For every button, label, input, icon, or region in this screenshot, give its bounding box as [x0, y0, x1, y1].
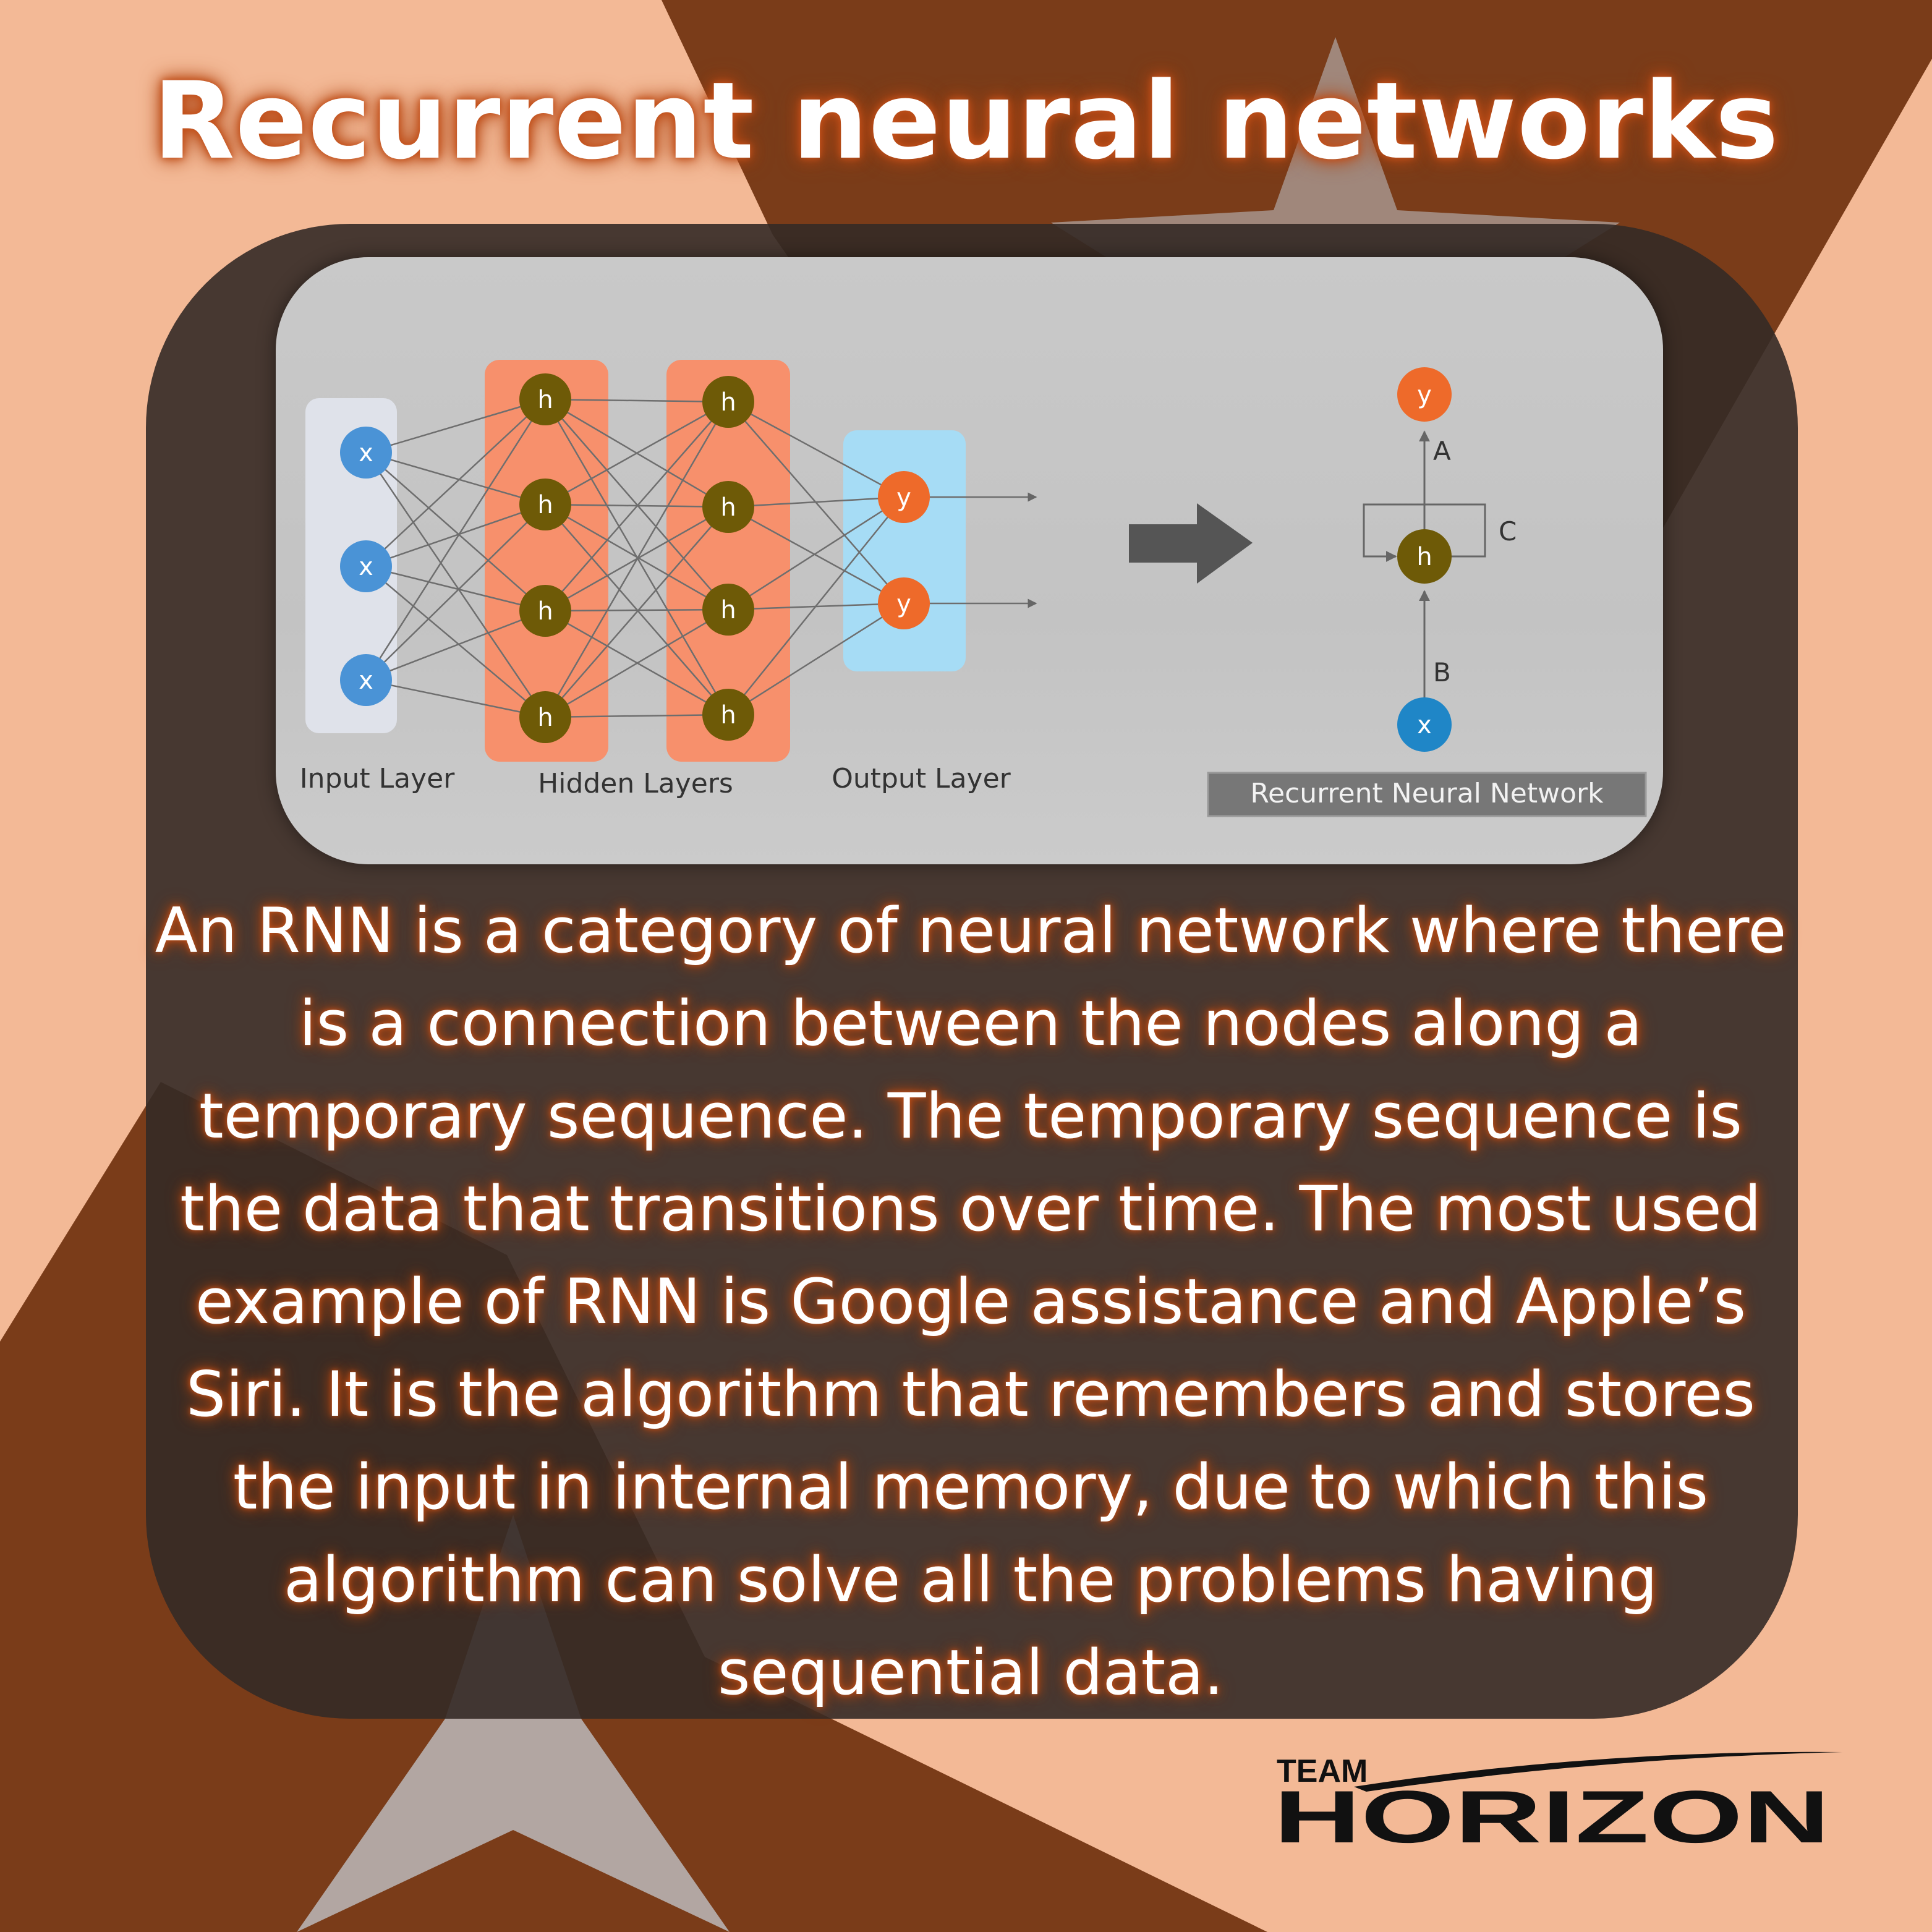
input-node — [340, 540, 392, 592]
hidden-node — [702, 481, 754, 533]
page-title: Recurrent neural networks — [153, 59, 1779, 183]
layer-labels: Input Layer Hidden Layers Output Layer — [300, 763, 1011, 799]
hidden-node — [519, 479, 571, 530]
hidden-node — [702, 584, 754, 636]
rnn-edge-c-label: C — [1499, 516, 1517, 547]
hidden-node-label: h — [720, 493, 736, 522]
output-layer-box — [843, 430, 966, 671]
background-star-shape-bottom — [297, 1515, 730, 1932]
hidden-nodes: h h h h h h h h — [519, 373, 754, 743]
rnn-output-node-label: y — [1417, 381, 1432, 409]
input-node — [340, 427, 392, 479]
hidden-node — [519, 691, 571, 743]
input-node-label: x — [359, 553, 373, 581]
team-horizon-logo: TEAM HORIZON — [1274, 1751, 1842, 1855]
hidden-node-label: h — [720, 388, 736, 417]
rnn-caption: Recurrent Neural Network — [1250, 778, 1604, 809]
hidden-node — [519, 585, 571, 637]
output-node — [878, 471, 930, 523]
rnn-edge-a-label: A — [1433, 436, 1451, 466]
input-layer-label: Input Layer — [300, 763, 456, 794]
hidden-node — [519, 373, 571, 425]
hidden-node-label: h — [537, 597, 553, 626]
output-node-label: y — [896, 483, 911, 512]
description-text: An RNN is a category of neural network w… — [155, 894, 1787, 1709]
hidden-node-label: h — [720, 596, 736, 624]
logo-top-text: TEAM — [1277, 1753, 1368, 1789]
output-nodes: y y — [878, 471, 930, 629]
hidden-node-label: h — [537, 386, 553, 414]
input-node — [340, 654, 392, 706]
rnn-caption-box — [1207, 772, 1647, 817]
output-node-label: y — [896, 590, 911, 618]
rnn-output-node — [1397, 367, 1452, 422]
connections — [365, 398, 1037, 718]
rnn-hidden-node — [1397, 529, 1452, 584]
output-node — [878, 577, 930, 629]
diagram-card: x x x h h h h h h h h y — [276, 257, 1663, 864]
hidden-node — [702, 376, 754, 428]
rnn-edge-b-label: B — [1433, 657, 1451, 687]
hidden-node-label: h — [537, 491, 553, 519]
input-node-label: x — [359, 439, 373, 467]
rnn-diagram: y h x A C B Recurrent Neural Network — [1207, 367, 1647, 817]
neural-network-diagram: x x x h h h h h h h h y — [300, 360, 1647, 817]
hidden-node — [702, 689, 754, 741]
rnn-input-node — [1397, 697, 1452, 752]
output-layer-label: Output Layer — [832, 763, 1011, 794]
input-node-label: x — [359, 666, 373, 695]
hidden-node-label: h — [720, 701, 736, 730]
rnn-hidden-node-label: h — [1416, 543, 1432, 571]
hidden-node-label: h — [537, 704, 553, 732]
transform-arrow-icon — [1129, 503, 1253, 584]
rnn-input-node-label: x — [1417, 711, 1432, 739]
input-nodes: x x x — [340, 427, 392, 706]
logo-bottom-text: HORIZON — [1274, 1776, 1830, 1855]
logo-swoosh — [1354, 1751, 1842, 1792]
hidden-layers-label: Hidden Layers — [538, 768, 733, 799]
